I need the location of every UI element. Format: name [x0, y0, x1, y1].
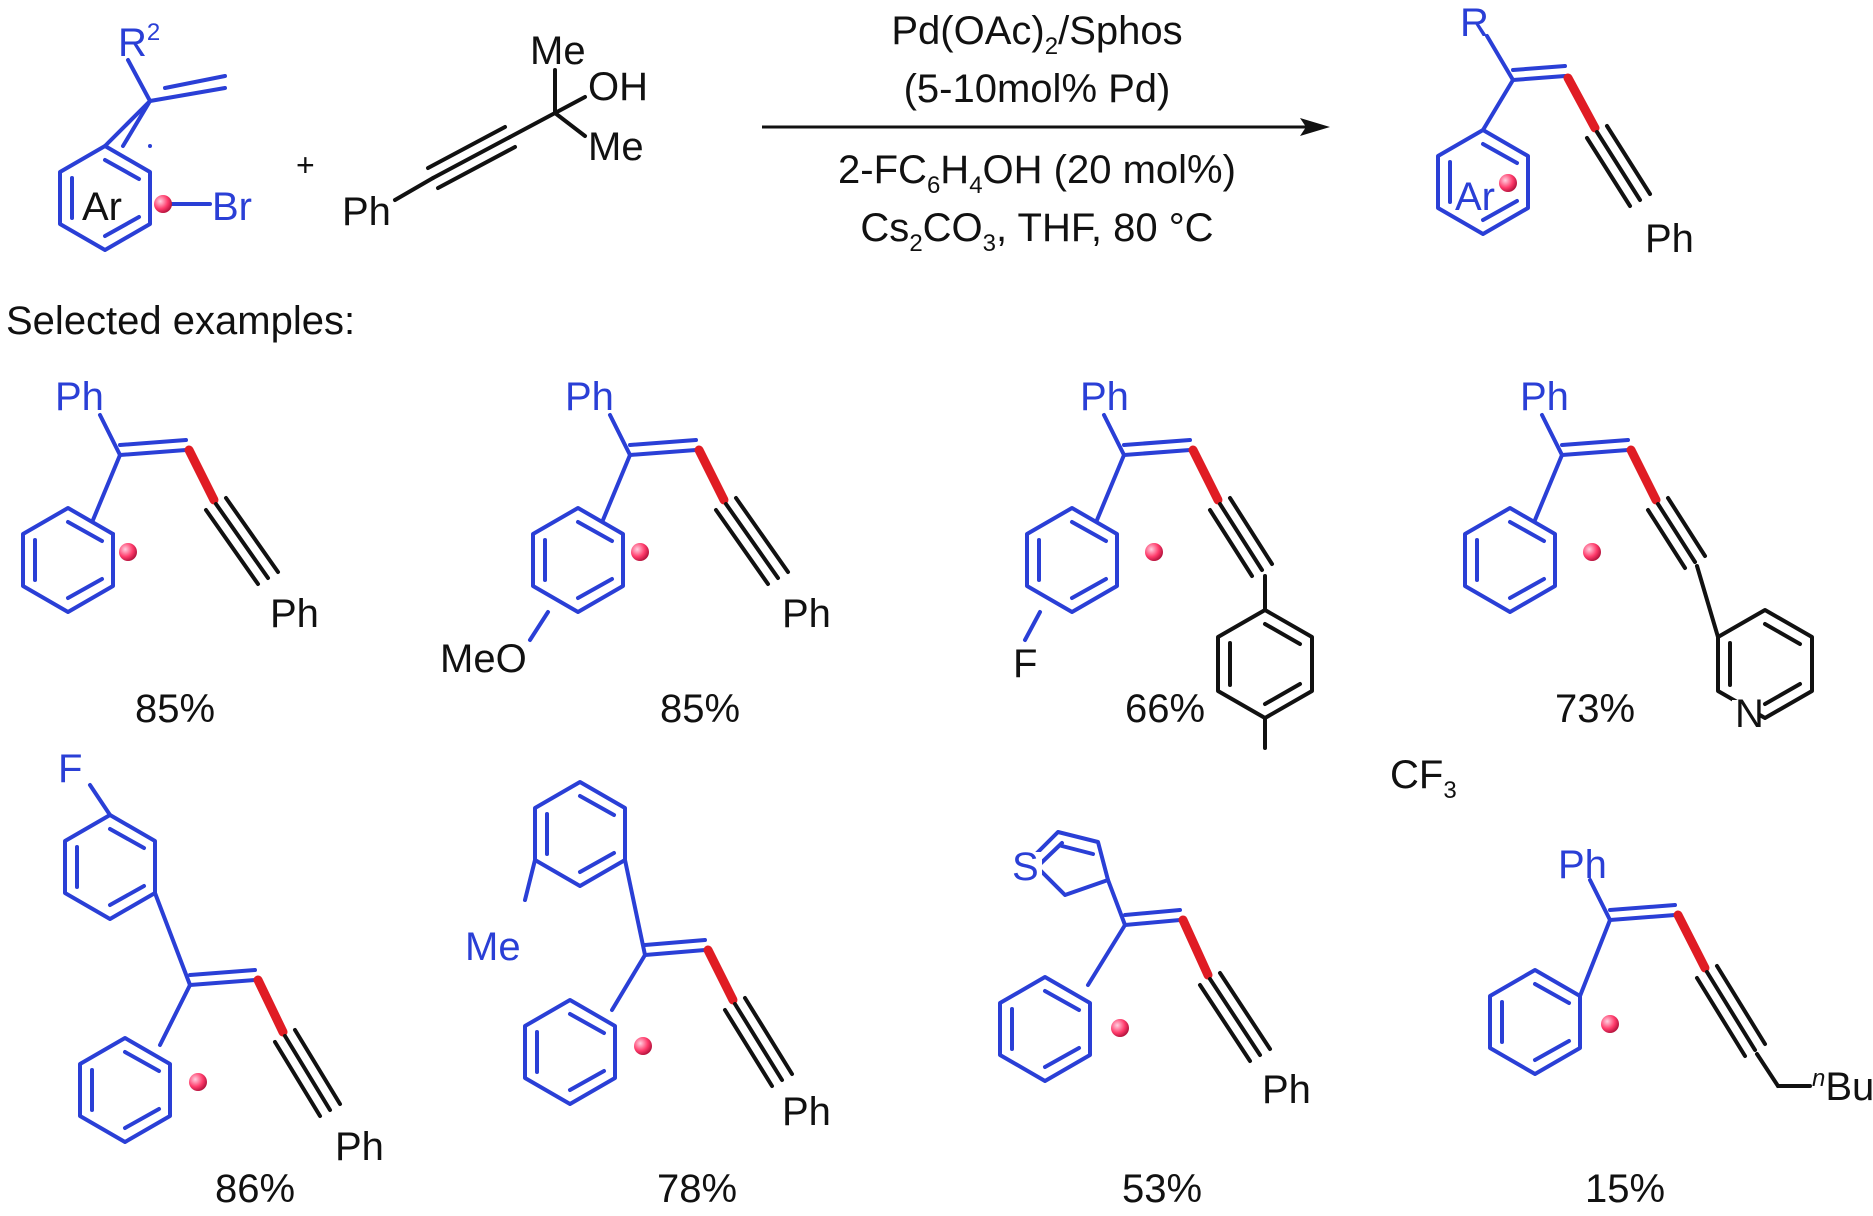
yield-label: 86%	[215, 1167, 295, 1211]
yield-label: 53%	[1122, 1167, 1202, 1211]
product-r-label: R	[1460, 1, 1489, 45]
alkyne-end-label: nBu	[1812, 1065, 1873, 1109]
substituent-label: Ph	[565, 375, 614, 419]
product-ph-label: Ph	[1645, 217, 1694, 261]
substituent-label: Me	[465, 925, 521, 969]
substituent-label: Ph	[1558, 843, 1607, 887]
me-top-label: Me	[530, 29, 586, 73]
alkyne-end-label: Ph	[782, 1090, 831, 1134]
reactive-site-dot	[189, 1073, 207, 1091]
example-6: Me Ph 78%	[465, 780, 831, 1211]
condition-additive: 2-FC6H4OH (20 mol%)	[838, 148, 1236, 199]
reactive-site-dot	[1499, 174, 1517, 192]
ring-substituent-label: MeO	[440, 637, 527, 681]
reaction-conditions: Pd(OAc)2/Sphos (5-10mol% Pd) 2-FC6H4OH (…	[838, 9, 1236, 257]
condition-catalyst: Pd(OAc)2/Sphos	[891, 9, 1182, 60]
ring-substituent-label: F	[1013, 642, 1037, 686]
example-2: Ph MeO Ph 85%	[440, 375, 831, 731]
reactive-site-dot	[1583, 543, 1601, 561]
condition-base-solvent: Cs2CO3, THF, 80 °C	[860, 206, 1213, 257]
example-3: Ph F CF3 66%	[1013, 375, 1457, 804]
example-1: Ph Ph 85%	[21, 375, 319, 731]
product-enyne: R Ar Ph	[1436, 1, 1694, 261]
reactive-site-dot	[1145, 543, 1163, 561]
reactant-aryl-bromide: R2 Ar Br	[58, 19, 252, 252]
plus-sign: +	[296, 147, 315, 183]
substituent-label: Ph	[1520, 375, 1569, 419]
example-8: Ph nBu 15%	[1488, 843, 1873, 1211]
yield-label: 85%	[135, 687, 215, 731]
product-ar-label: Ar	[1455, 175, 1495, 219]
alkyne-end-label: Ph	[782, 592, 831, 636]
substituent-label: F	[58, 747, 82, 791]
yield-label: 15%	[1585, 1167, 1665, 1211]
me-bottom-label: Me	[588, 125, 644, 169]
reactive-site-dot	[631, 543, 649, 561]
thiophene-s-label: S	[1012, 845, 1039, 889]
condition-loading: (5-10mol% Pd)	[904, 67, 1171, 111]
alkyne-end-label: Ph	[1262, 1068, 1311, 1112]
alkyne-end-label: CF3	[1390, 753, 1457, 804]
yield-label: 66%	[1125, 687, 1205, 731]
selected-examples-heading: Selected examples:	[6, 299, 355, 343]
reactive-site-dot	[1601, 1015, 1619, 1033]
yield-label: 73%	[1555, 687, 1635, 731]
alkyne-end-label: Ph	[270, 592, 319, 636]
reactive-site-dot	[119, 543, 137, 561]
example-4: Ph N 73%	[1463, 375, 1814, 736]
yield-label: 85%	[660, 687, 740, 731]
example-5: F Ph 86%	[58, 747, 384, 1211]
reactive-site-dot	[154, 195, 172, 213]
ar-label: Ar	[82, 185, 122, 229]
reactant-propargyl-alcohol: Me OH Me Ph	[342, 29, 648, 234]
reactive-site-dot	[634, 1037, 652, 1055]
oh-label: OH	[588, 65, 648, 109]
reactive-site-dot	[1111, 1019, 1129, 1037]
reaction-arrow	[762, 118, 1330, 136]
r2-label: R2	[118, 19, 160, 65]
example-7: S Ph 53%	[998, 830, 1311, 1211]
alkyne-end-label: Ph	[335, 1125, 384, 1169]
substituent-label: Ph	[55, 375, 104, 419]
br-label: Br	[212, 185, 252, 229]
pyridine-n-label: N	[1735, 692, 1764, 736]
ph-label: Ph	[342, 190, 391, 234]
substituent-label: Ph	[1080, 375, 1129, 419]
yield-label: 78%	[657, 1167, 737, 1211]
